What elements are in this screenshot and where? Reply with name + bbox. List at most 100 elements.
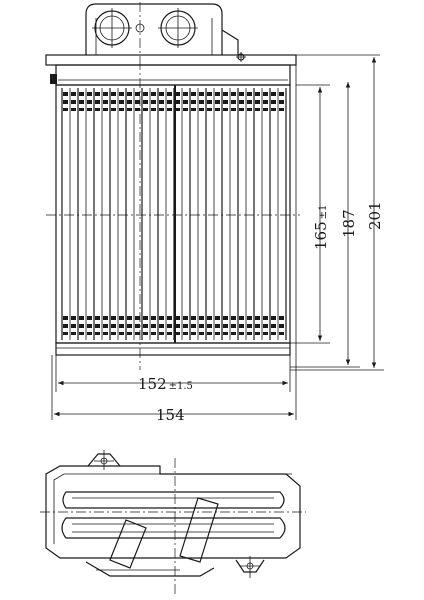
fin-block	[207, 100, 212, 104]
fin-block	[199, 316, 204, 320]
fin-block	[79, 92, 84, 96]
fin-block	[263, 92, 268, 96]
dimension-152: 152±1.5	[58, 375, 288, 393]
fin-block	[183, 92, 188, 96]
pipe-stub-right	[179, 497, 219, 563]
fin-block	[143, 108, 148, 111]
fin-block	[255, 100, 260, 104]
fin-block	[103, 332, 108, 335]
fin-block	[127, 324, 132, 328]
fin-block	[223, 108, 228, 111]
fin-block	[79, 316, 84, 320]
fin-block	[135, 92, 140, 96]
fin-block	[271, 108, 276, 111]
fin-block	[199, 108, 204, 111]
fin-block	[111, 332, 116, 335]
fin-block	[135, 100, 140, 104]
fin-block	[183, 316, 188, 320]
fin-block	[79, 100, 84, 104]
fin-block	[111, 92, 116, 96]
fin-block	[215, 100, 220, 104]
bottom-header-tank	[55, 342, 291, 356]
fin-block	[87, 332, 92, 335]
dimension-187: 187	[340, 82, 358, 365]
fin-block	[103, 100, 108, 104]
fin-block	[255, 332, 260, 335]
fin-block	[191, 100, 196, 104]
fin-block	[231, 332, 236, 335]
fin-block	[239, 108, 244, 111]
plan-view	[40, 450, 306, 596]
fin-block	[135, 108, 140, 111]
fin-block	[279, 316, 284, 320]
fin-block	[199, 324, 204, 328]
fin-block	[63, 324, 68, 328]
fin-block	[159, 324, 164, 328]
fin-block	[103, 316, 108, 320]
fin-block	[167, 92, 172, 96]
fin-block	[95, 316, 100, 320]
fin-block	[87, 100, 92, 104]
fin-block	[191, 324, 196, 328]
fin-block	[215, 324, 220, 328]
fin-block	[199, 332, 204, 335]
fin-block	[167, 316, 172, 320]
pipe-block	[85, 2, 239, 60]
fin-block	[119, 108, 124, 111]
fin-block	[191, 316, 196, 320]
tube-array	[61, 88, 287, 340]
fin-block	[271, 324, 276, 328]
fin-block	[79, 332, 84, 335]
fin-block	[279, 332, 284, 335]
fin-block	[103, 108, 108, 111]
fin-block	[159, 108, 164, 111]
fin-block	[279, 324, 284, 328]
fin-block	[263, 324, 268, 328]
fin-block	[279, 108, 284, 111]
fin-block	[71, 332, 76, 335]
pipe-stub-left	[109, 519, 147, 569]
fin-block	[79, 108, 84, 111]
fin-block	[167, 108, 172, 111]
fin-block	[151, 316, 156, 320]
fin-block	[183, 108, 188, 111]
top-header-tank	[45, 52, 297, 86]
fin-block	[119, 100, 124, 104]
fin-block	[223, 332, 228, 335]
fin-block	[95, 324, 100, 328]
tube-loop-bottom	[61, 517, 286, 539]
fin-block	[95, 108, 100, 111]
dimension-165: 165±1	[312, 87, 330, 341]
fin-block	[143, 332, 148, 335]
fin-block	[263, 108, 268, 111]
fin-block	[279, 92, 284, 96]
fin-block	[71, 108, 76, 111]
fin-block	[167, 100, 172, 104]
fin-block	[151, 332, 156, 335]
fin-block	[231, 108, 236, 111]
fin-block	[247, 108, 252, 111]
fin-block	[135, 324, 140, 328]
fin-block	[167, 324, 172, 328]
fin-block	[239, 100, 244, 104]
fin-block	[199, 92, 204, 96]
fin-block	[207, 324, 212, 328]
fin-block	[63, 108, 68, 111]
fin-block	[223, 316, 228, 320]
fin-block	[239, 324, 244, 328]
fin-block	[175, 92, 180, 96]
fin-block	[175, 332, 180, 335]
fin-block	[199, 100, 204, 104]
fin-block	[215, 108, 220, 111]
fin-block	[111, 100, 116, 104]
fin-block	[207, 92, 212, 96]
fin-block	[207, 332, 212, 335]
fin-block	[103, 324, 108, 328]
dim-165-tolerance: ±1	[318, 205, 329, 220]
fin-block	[263, 100, 268, 104]
fin-block	[191, 332, 196, 335]
dim-152-value: 152	[138, 375, 167, 393]
fin-block	[231, 316, 236, 320]
fin-block	[151, 324, 156, 328]
